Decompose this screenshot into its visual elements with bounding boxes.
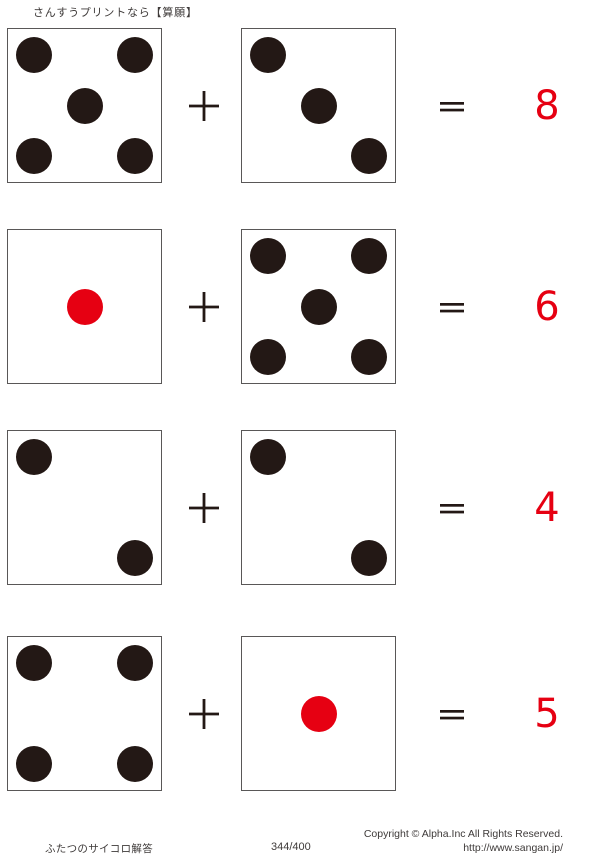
- site-url: http://www.sangan.jp/: [463, 841, 563, 854]
- die-right: [241, 636, 396, 791]
- footer-worksheet-title: ふたつのサイコロ解答: [45, 843, 153, 855]
- equals-icon: [440, 710, 464, 720]
- die-pip: [66, 87, 103, 124]
- answer-value: 6: [534, 284, 560, 330]
- equals-icon: [440, 303, 464, 313]
- problem-row-4: 5: [0, 636, 600, 792]
- die-pip: [117, 540, 153, 576]
- equals-icon: [440, 102, 464, 112]
- die-pip: [351, 238, 387, 274]
- answer-value: 4: [534, 485, 560, 531]
- die-pip: [16, 138, 52, 174]
- die-right: [241, 430, 396, 585]
- die-pip: [16, 746, 52, 782]
- die-pip: [300, 87, 337, 124]
- die-right: [241, 229, 396, 384]
- die-left: [7, 430, 162, 585]
- die-pip-red: [300, 695, 337, 732]
- page-title: さんすうプリントなら【算願】: [33, 7, 198, 19]
- die-left: [7, 636, 162, 791]
- answer-value: 5: [534, 691, 560, 737]
- die-pip: [117, 37, 153, 73]
- plus-icon: [189, 292, 219, 322]
- answer-value: 8: [534, 83, 560, 129]
- die-pip: [117, 645, 153, 681]
- plus-icon: [189, 91, 219, 121]
- die-pip: [351, 540, 387, 576]
- footer-copyright: Copyright © Alpha.Inc All Rights Reserve…: [364, 828, 563, 855]
- die-pip: [250, 339, 286, 375]
- problem-row-2: 6: [0, 229, 600, 385]
- footer-page-number: 344/400: [271, 841, 311, 853]
- die-right: [241, 28, 396, 183]
- problem-row-1: 8: [0, 28, 600, 184]
- plus-icon: [189, 699, 219, 729]
- die-pip: [250, 439, 286, 475]
- die-pip: [16, 37, 52, 73]
- equals-icon: [440, 504, 464, 514]
- die-pip: [351, 138, 387, 174]
- die-pip: [16, 439, 52, 475]
- die-pip: [16, 645, 52, 681]
- die-pip: [300, 288, 337, 325]
- copyright-text: Copyright © Alpha.Inc All Rights Reserve…: [363, 828, 563, 840]
- die-pip-red: [66, 288, 103, 325]
- die-pip: [250, 37, 286, 73]
- problem-row-3: 4: [0, 430, 600, 586]
- die-pip: [351, 339, 387, 375]
- die-left: [7, 229, 162, 384]
- die-left: [7, 28, 162, 183]
- die-pip: [117, 746, 153, 782]
- die-pip: [250, 238, 286, 274]
- die-pip: [117, 138, 153, 174]
- plus-icon: [189, 493, 219, 523]
